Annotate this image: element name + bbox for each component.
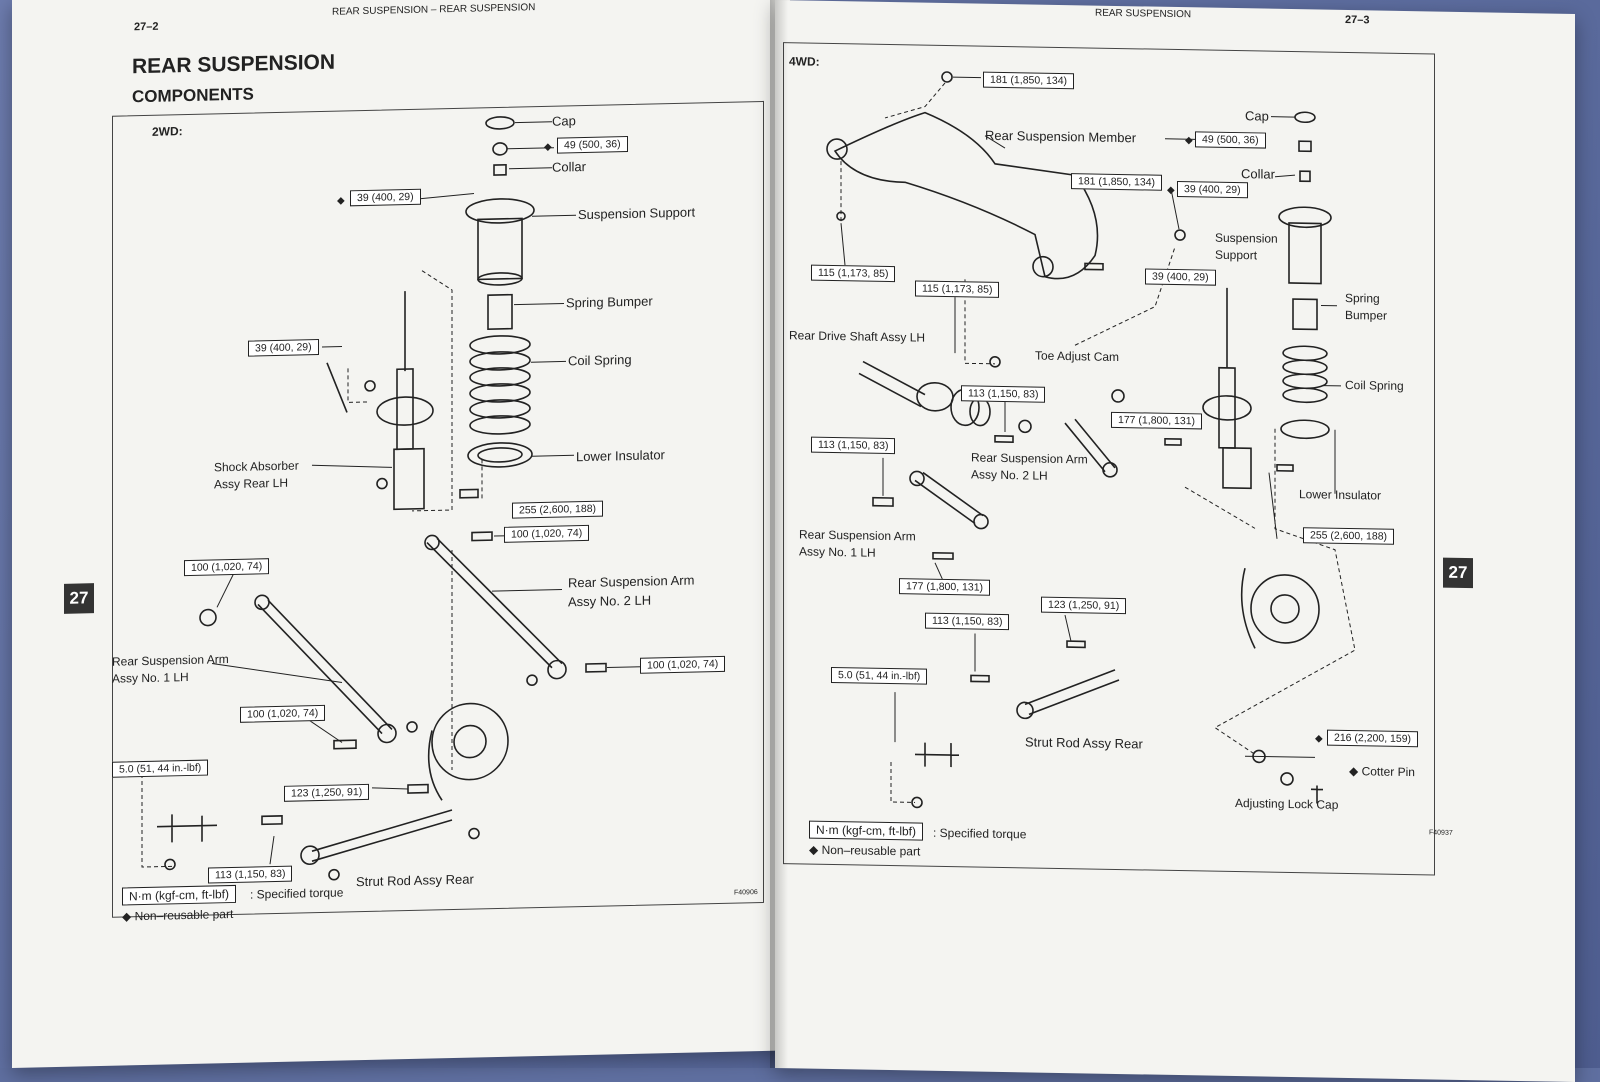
nonreusable-mark: ◆ bbox=[1167, 185, 1175, 196]
label-cap: Cap bbox=[552, 113, 576, 129]
label-adjusting-lock-cap: Adjusting Lock Cap bbox=[1235, 796, 1338, 812]
right-page: 27–3 REAR SUSPENSION 4WD: bbox=[775, 0, 1575, 1082]
label-strut-rod: Strut Rod Assy Rear bbox=[1025, 734, 1143, 751]
torque-label: 39 (400, 29) bbox=[1177, 181, 1248, 198]
label-cotter-pin: ◆ Cotter Pin bbox=[1349, 764, 1415, 779]
left-page: 27–2 REAR SUSPENSION – REAR SUSPENSION R… bbox=[12, 0, 790, 1068]
nonreusable-mark: ◆ bbox=[1315, 733, 1323, 744]
torque-label: 255 (2,600, 188) bbox=[1303, 527, 1394, 545]
label-suspension-member: Rear Suspension Member bbox=[985, 128, 1136, 146]
figure-code: F40937 bbox=[1429, 829, 1453, 836]
label-rear-arm-2: Rear Suspension Arm Assy No. 2 LH bbox=[568, 571, 694, 612]
label-lower-insulator: Lower Insulator bbox=[1299, 487, 1381, 502]
torque-label: 113 (1,150, 83) bbox=[925, 613, 1009, 630]
label-collar: Collar bbox=[552, 159, 586, 175]
torque-label: 100 (1,020, 74) bbox=[640, 656, 725, 674]
label-spring-bumper: Spring Bumper bbox=[566, 293, 653, 310]
torque-label: 113 (1,150, 83) bbox=[961, 385, 1045, 402]
label-rear-arm-1: Rear Suspension Arm Assy No. 1 LH bbox=[799, 526, 916, 562]
torque-label: 100 (1,020, 74) bbox=[504, 525, 589, 543]
label-shock-absorber: Shock Absorber Assy Rear LH bbox=[214, 457, 299, 493]
torque-label: 181 (1,850, 134) bbox=[983, 72, 1074, 90]
label-strut-rod: Strut Rod Assy Rear bbox=[356, 872, 474, 890]
label-suspension-support: Suspension Support bbox=[578, 204, 695, 222]
section-tab: 27 bbox=[64, 583, 94, 614]
torque-label: 177 (1,800, 131) bbox=[899, 578, 990, 596]
section-tab: 27 bbox=[1443, 558, 1473, 589]
nonreusable-mark: ◆ bbox=[1185, 135, 1193, 146]
torque-label: 181 (1,850, 134) bbox=[1071, 173, 1162, 191]
torque-label: 100 (1,020, 74) bbox=[240, 705, 325, 723]
torque-label: 113 (1,150, 83) bbox=[811, 437, 895, 454]
torque-label: 39 (400, 29) bbox=[1145, 268, 1216, 285]
legend-unit: N·m (kgf-cm, ft-lbf) bbox=[122, 885, 236, 906]
torque-label: 177 (1,800, 131) bbox=[1111, 412, 1202, 430]
torque-label: 39 (400, 29) bbox=[350, 189, 421, 207]
book-spine-shadow bbox=[770, 0, 800, 1068]
torque-label: 49 (500, 36) bbox=[1195, 131, 1266, 148]
label-cap: Cap bbox=[1245, 108, 1269, 123]
label-toe-adjust-cam: Toe Adjust Cam bbox=[1035, 349, 1119, 364]
legend-specified: : Specified torque bbox=[250, 885, 343, 901]
label-rear-arm-2: Rear Suspension Arm Assy No. 2 LH bbox=[971, 449, 1088, 485]
figure-code: F40906 bbox=[734, 889, 758, 897]
label-coil-spring: Coil Spring bbox=[1345, 378, 1404, 393]
nonreusable-mark: ◆ bbox=[337, 195, 345, 206]
torque-label: 5.0 (51, 44 in.-lbf) bbox=[112, 760, 208, 778]
torque-label: 123 (1,250, 91) bbox=[1041, 597, 1126, 614]
components-diagram bbox=[12, 0, 790, 1068]
torque-label: 113 (1,150, 83) bbox=[208, 866, 292, 884]
torque-label: 100 (1,020, 74) bbox=[184, 558, 269, 576]
legend-nonreusable: ◆ Non–reusable part bbox=[122, 907, 233, 924]
torque-label: 255 (2,600, 188) bbox=[512, 501, 603, 519]
label-lower-insulator: Lower Insulator bbox=[576, 447, 665, 464]
torque-label: 5.0 (51, 44 in.-lbf) bbox=[831, 667, 927, 685]
label-coil-spring: Coil Spring bbox=[568, 352, 632, 368]
legend-nonreusable: ◆ Non–reusable part bbox=[809, 843, 920, 859]
torque-label: 123 (1,250, 91) bbox=[284, 784, 369, 802]
torque-label: 49 (500, 36) bbox=[557, 136, 628, 154]
label-spring-bumper: Spring Bumper bbox=[1345, 290, 1387, 325]
label-rear-arm-1: Rear Suspension Arm Assy No. 1 LH bbox=[112, 651, 229, 688]
torque-label: 39 (400, 29) bbox=[248, 339, 319, 357]
label-drive-shaft: Rear Drive Shaft Assy LH bbox=[789, 328, 925, 344]
torque-label: 115 (1,173, 85) bbox=[915, 280, 999, 297]
torque-label: 115 (1,173, 85) bbox=[811, 265, 895, 282]
torque-label: 216 (2,200, 159) bbox=[1327, 730, 1418, 748]
nonreusable-mark: ◆ bbox=[544, 142, 552, 153]
legend-unit: N·m (kgf-cm, ft-lbf) bbox=[809, 821, 923, 841]
label-suspension-support: Suspension Support bbox=[1215, 230, 1278, 265]
label-collar: Collar bbox=[1241, 166, 1275, 182]
legend-specified: : Specified torque bbox=[933, 826, 1026, 842]
